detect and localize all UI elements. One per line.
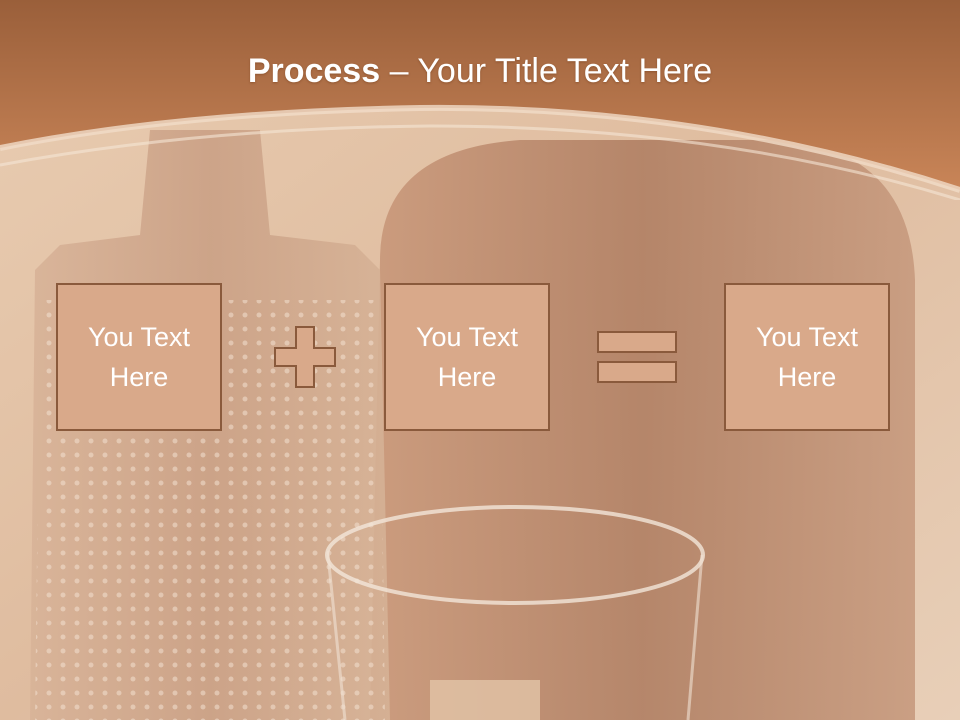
text-box-2-line2: Here: [437, 362, 497, 392]
title-bold: Process: [247, 52, 381, 90]
text-box-3-line2: Here: [777, 362, 837, 392]
text-box-1[interactable]: You Text Here: [56, 283, 222, 431]
header-band: [0, 0, 960, 200]
title-rest: Your Title Text Here: [417, 52, 713, 90]
title-dash: –: [389, 52, 409, 90]
text-box-1-line2: Here: [109, 362, 169, 392]
text-box-3-line1: You Text: [755, 322, 859, 352]
text-box-2-line1: You Text: [415, 322, 519, 352]
equals-icon: [597, 331, 677, 383]
text-box-1-line1: You Text: [87, 322, 191, 352]
slide-title: Process – Your Title Text Here: [0, 52, 960, 91]
text-box-2[interactable]: You Text Here: [384, 283, 550, 431]
plus-icon: [274, 326, 336, 388]
text-box-3[interactable]: You Text Here: [724, 283, 890, 431]
